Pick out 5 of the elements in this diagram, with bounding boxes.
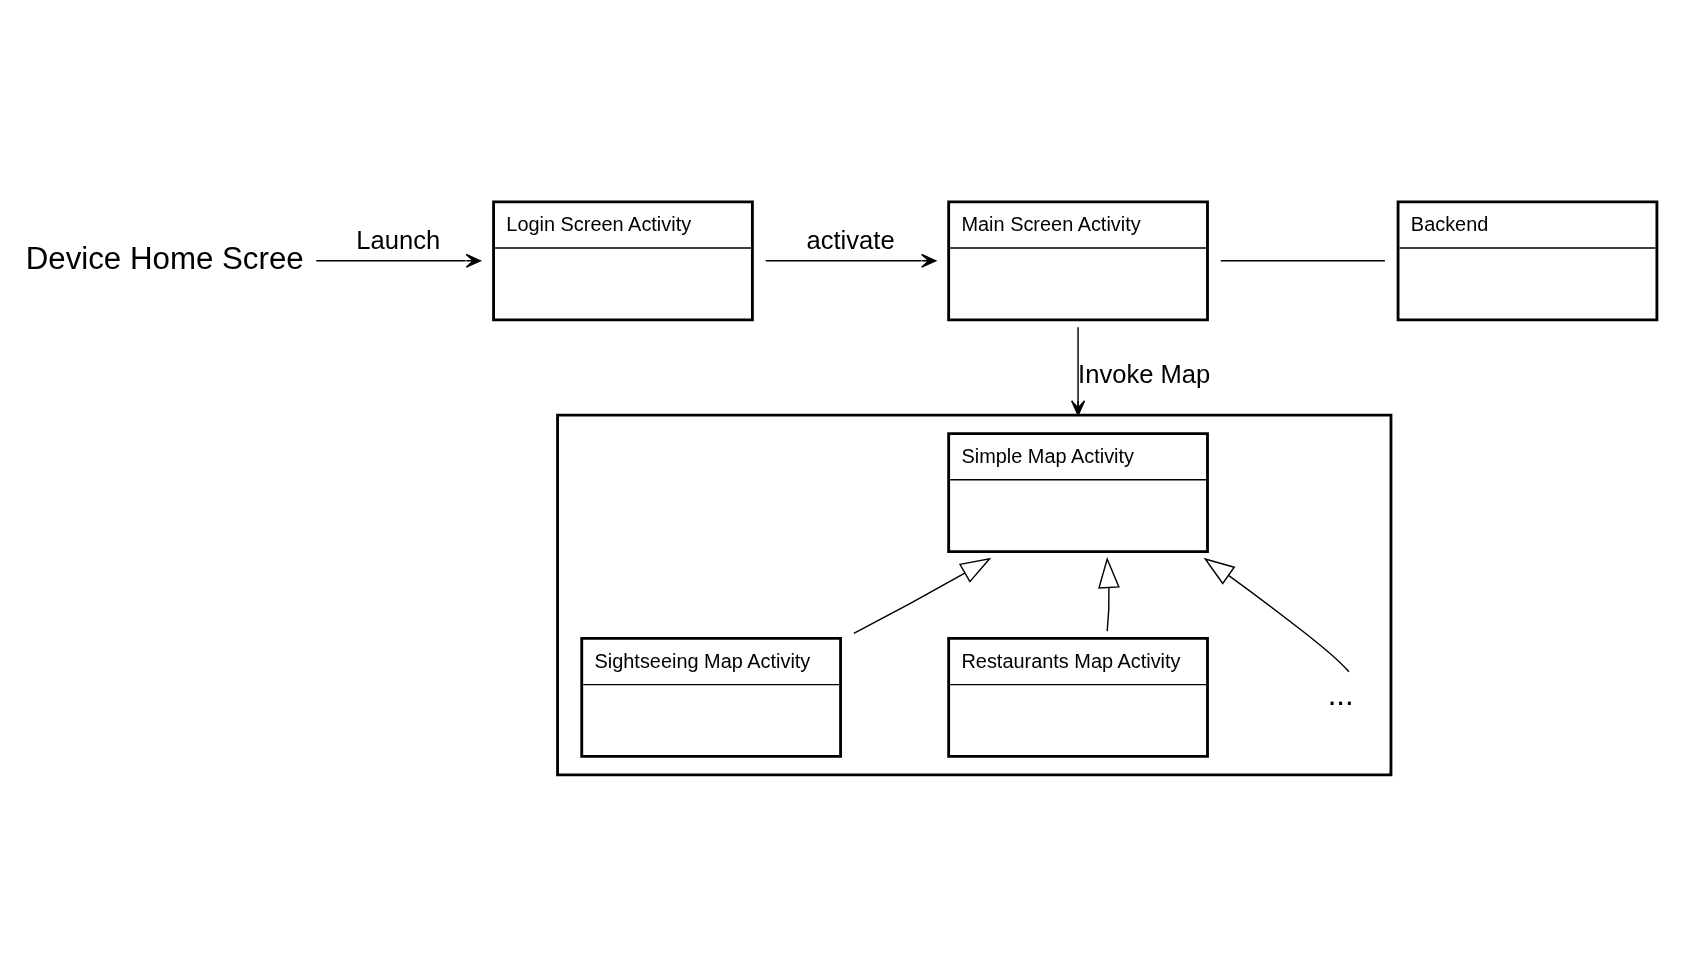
edge-label: Invoke Map — [1078, 359, 1211, 388]
edge-label: Launch — [356, 225, 441, 254]
node-text: ... — [1327, 676, 1354, 712]
edge-label: activate — [806, 225, 895, 254]
node-text: Device Home Scree — [25, 240, 304, 276]
